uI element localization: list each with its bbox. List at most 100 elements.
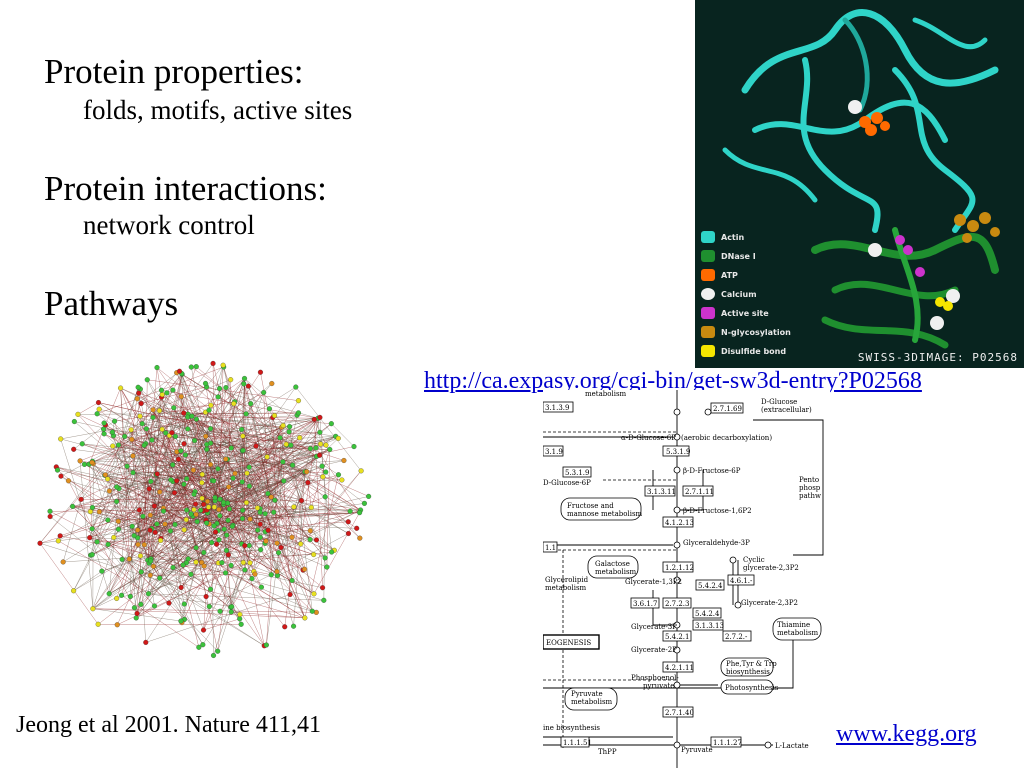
kegg-label-pyruvate-box2: metabolism [571, 698, 613, 706]
kegg-label-ec-12112: 1.2.1.12 [665, 564, 694, 572]
kegg-label-galactose: Galactose [595, 560, 630, 568]
kegg-label-pyruvate: Pyruvate [681, 746, 713, 754]
kegg-ec-box [722, 630, 752, 642]
kegg-label-ec-272: 2.7.2.- [725, 633, 748, 641]
kegg-glycolysis-map: 3.1.3.9 metabolism 2.7.1.69 D-Glucose(extra… [543, 390, 830, 768]
expasy-link[interactable]: http://ca.expasy.org/cgi-bin/get-sw3d-en… [424, 368, 922, 394]
kegg-ec-box [662, 630, 692, 642]
legend-n-glycosylation: N-glycosylation [701, 326, 791, 338]
legend-disulfide: Disulfide bond [701, 345, 786, 357]
disulfide-swatch-icon [701, 345, 715, 357]
kegg-label-cyclic2: glycerate-2,3P2 [743, 564, 799, 572]
kegg-ec-box [710, 402, 744, 414]
kegg-label-bd-fructose16p2: β-D-Fructose-1,6P2 [683, 507, 752, 515]
kegg-label-extracellular: (extracellular) [761, 406, 812, 414]
kegg-label-glycerolipid2: metabolism [545, 584, 587, 592]
kegg-label-thpp: ThPP [598, 748, 617, 756]
kegg-label-ec-11: 1.1 [545, 544, 556, 552]
kegg-label-glycerate13p2: Glycerate-1,3P2 [625, 578, 682, 586]
kegg-label-biosynthesis: biosynthesis [726, 668, 770, 676]
glycosylation-swatch-icon [701, 326, 715, 338]
heading-pathways: Pathways [44, 284, 179, 323]
kegg-label-glycerolipid: Glycerolipid [545, 576, 589, 584]
kegg-label-ec-27111: 2.7.1.11 [685, 488, 714, 496]
kegg-label-thiamine: Thiamine [777, 621, 810, 629]
legend-actin: Actin [701, 231, 744, 243]
kegg-label-galactose-metabolism: metabolism [595, 568, 637, 576]
kegg-label-aerobic: (aerobic decarboxylation) [681, 434, 772, 442]
kegg-label-ec-5319a: 5.3.1.9 [666, 448, 691, 456]
kegg-ec-box [662, 706, 694, 718]
kegg-label-ec-2723: 2.7.2.3 [665, 600, 690, 608]
kegg-label-ec-5424b: 5.4.2.4 [695, 610, 720, 618]
kegg-label-pentose1: Pento [799, 476, 819, 484]
kegg-label-metabolism-top: metabolism [585, 390, 627, 398]
kegg-label-cyclic: Cyclic [743, 556, 765, 564]
kegg-label-glycerate3p: Glycerate-3P [631, 623, 677, 631]
kegg-label-bd-fructose6p: β-D-Fructose-6P [683, 467, 741, 475]
legend-active-site: Active site [701, 307, 769, 319]
kegg-label-pentose3: pathw [799, 492, 821, 500]
kegg-label-ec-319: 3.1.9 [545, 448, 563, 456]
kegg-ec-box [662, 445, 690, 457]
kegg-ec-box [692, 607, 722, 619]
network-nodes [37, 360, 372, 659]
active-site-swatch-icon [701, 307, 715, 319]
kegg-label-photosynthesis: Photosynthesis [725, 684, 779, 692]
kegg-label-ec-5421: 5.4.2.1 [665, 633, 690, 641]
kegg-label-l-lactate: L-Lactate [775, 742, 809, 750]
kegg-link[interactable]: www.kegg.org [836, 721, 977, 747]
kegg-ec-box [562, 466, 592, 478]
kegg-ec-box [630, 597, 660, 609]
kegg-label-phe-tyr-trp: Phe,Tyr & Trp [726, 660, 777, 668]
kegg-label-ec-27140: 2.7.1.40 [665, 709, 694, 717]
kegg-label-ec-31311: 3.1.3.11 [647, 488, 676, 496]
kegg-ec-box [692, 619, 724, 631]
kegg-label-pentose2: phosp [799, 484, 821, 492]
kegg-label-glycerate23p2: Glycerate-2,3P2 [741, 599, 798, 607]
kegg-label-ec-3617: 3.6.1.7 [633, 600, 658, 608]
kegg-ec-box [662, 561, 694, 573]
network-graph-drawing [37, 360, 372, 659]
kegg-label-thiamine2: metabolism [777, 629, 819, 637]
legend-dnase: DNase I [701, 250, 756, 262]
sub-protein-interactions: network control [83, 210, 255, 240]
kegg-label-pyruvate-pep: pyruvate [643, 682, 674, 690]
kegg-ec-box [662, 597, 692, 609]
kegg-map-drawing: 3.1.3.9 metabolism 2.7.1.69 D-Glucose(extra… [543, 390, 824, 768]
kegg-label-pyruvate-box: Pyruvate [571, 690, 603, 698]
kegg-label-glyceraldehyde3p: Glyceraldehyde-3P [683, 539, 750, 547]
kegg-label-ec-42111: 4.2.1.11 [665, 664, 694, 672]
legend-atp: ATP [701, 269, 738, 281]
kegg-label-ec-461: 4.6.1.- [730, 577, 753, 585]
kegg-label-ec-3139: 3.1.3.9 [545, 404, 570, 412]
kegg-ec-box [644, 485, 676, 497]
kegg-label-ec-11127: 1.1.1.27 [713, 739, 742, 747]
atp-swatch-icon [701, 269, 715, 281]
kegg-label-ec-31313: 3.1.3.13 [695, 622, 724, 630]
kegg-ec-box [662, 516, 694, 528]
sub-protein-properties: folds, motifs, active sites [83, 95, 353, 125]
network-caption: Jeong et al 2001. Nature 411,41 [16, 712, 322, 738]
kegg-ec-box [710, 736, 742, 748]
heading-protein-interactions: Protein interactions: [44, 169, 327, 208]
kegg-label-ec-2719: 2.7.1.69 [713, 405, 742, 413]
kegg-label-fructose-mannose: Fructose and [567, 502, 614, 510]
protein-network-image [20, 345, 385, 675]
kegg-ec-box [543, 401, 574, 413]
heading-protein-properties: Protein properties: [44, 52, 304, 91]
kegg-label-gluconeogenesis: EOGENESIS [546, 639, 591, 647]
kegg-ec-box [662, 661, 694, 673]
kegg-label-ec-5319b: 5.3.1.9 [565, 469, 590, 477]
kegg-label-mannose-metabolism: mannose metabolism [567, 510, 643, 518]
kegg-label-glycerate2p: Glycerate-2P [631, 646, 677, 654]
kegg-ec-box [543, 541, 558, 553]
kegg-ec-box [560, 736, 590, 748]
calcium-swatch-icon [701, 288, 715, 300]
kegg-label-d-glucose6p: D-Glucose-6P [543, 479, 591, 487]
kegg-label-d-glucose: D-Glucose [761, 398, 797, 406]
kegg-label-ec-41213: 4.1.2.13 [665, 519, 694, 527]
dnase-swatch-icon [701, 250, 715, 262]
protein-structure-image: Actin DNase I ATP Calcium Active site N-… [695, 0, 1024, 368]
kegg-ec-box [727, 574, 755, 586]
